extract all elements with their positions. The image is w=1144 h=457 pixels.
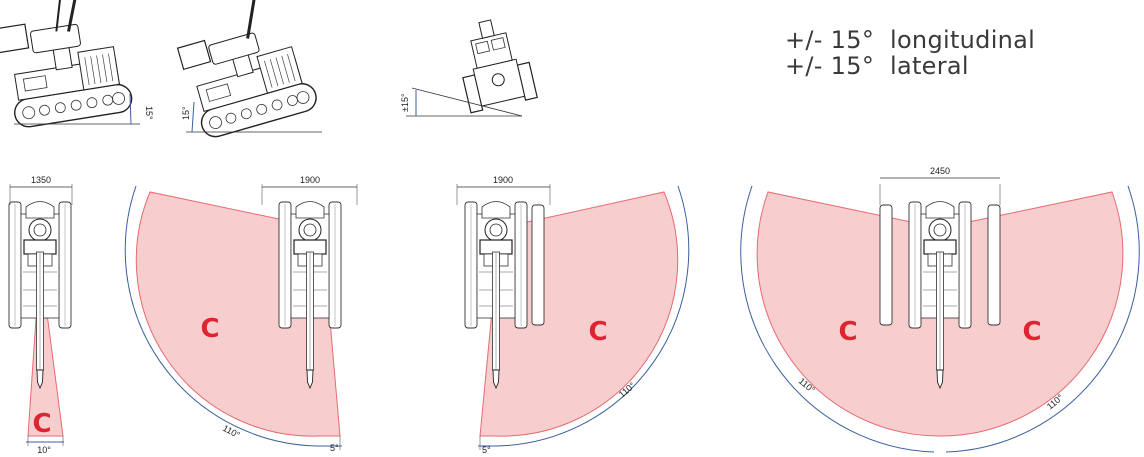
zone-label: C	[200, 314, 219, 344]
plan-view-1350: 1350 C 10°	[8, 175, 73, 455]
angle-label: 10°	[37, 445, 51, 455]
spec-lateral: +/- 15° lateral	[785, 52, 969, 80]
tilt-angle-label: 15°	[181, 106, 191, 120]
zone-label: C	[32, 409, 51, 439]
angle-label: 5°	[330, 443, 339, 453]
spec-longitudinal: +/- 15° longitudinal	[785, 26, 1036, 54]
angle-label: 5°	[482, 445, 491, 455]
width-dimension: 2450	[930, 166, 950, 176]
width-dimension: 1350	[31, 175, 51, 185]
tilt-angle-label: ±15°	[400, 93, 410, 112]
tilt-angle-label: 15°	[144, 106, 154, 120]
zone-label-right: C	[1022, 317, 1041, 347]
plan-view-2450: 2450 C C 110° 110°	[740, 166, 1140, 453]
side-view-tilt-left: 15°	[176, 0, 322, 138]
width-dimension: 1900	[300, 175, 320, 185]
plan-view-1900-left: 1900 C 110° 5°	[124, 175, 358, 453]
side-view-tilt-right: 15°	[0, 0, 154, 128]
zone-label: C	[588, 317, 607, 347]
front-view-tilt: ±15°	[400, 19, 538, 117]
arc-angle-label: 110°	[221, 423, 242, 440]
zone-label-left: C	[838, 317, 857, 347]
width-dimension: 1900	[493, 175, 513, 185]
plan-view-1900-right: 1900 C 110° 5°	[456, 175, 690, 455]
